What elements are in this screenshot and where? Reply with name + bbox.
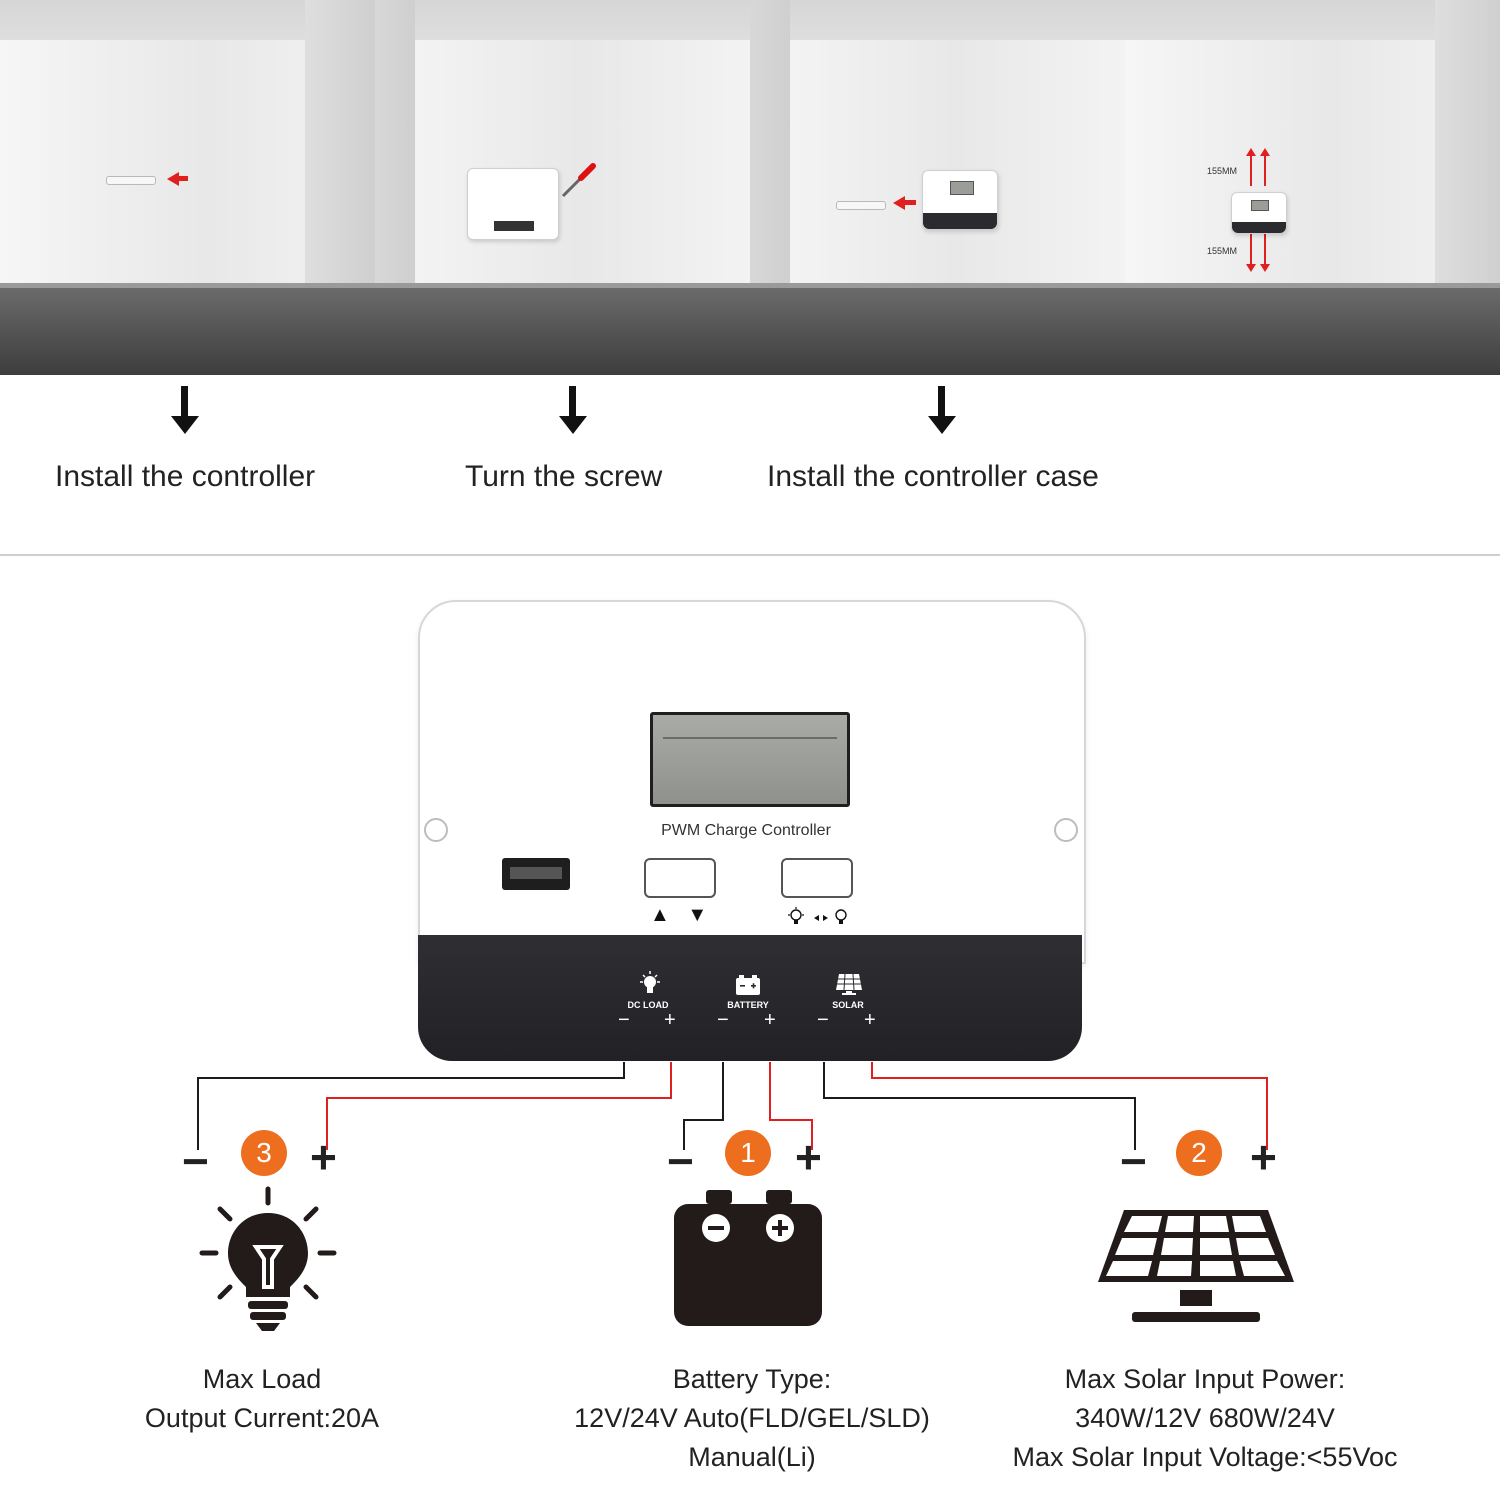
room-baseboard [375,283,750,289]
lcd-display [650,712,850,807]
solar-panel-icon [1098,1210,1294,1322]
spacing-down-arrows-icon [1246,234,1270,272]
spacing-up-arrows-icon [1246,148,1270,186]
controller-base [1232,222,1286,233]
mount-hole-left [424,818,448,842]
room-floor [0,288,375,375]
room-baseboard [750,283,1125,289]
down-arrow-icon [553,386,593,438]
up-down-arrows-label: ▲ ▼ [650,904,714,926]
controller-lcd [950,181,974,195]
load-minus-sign: − [182,1135,209,1187]
solar-terminal-icon [836,973,862,995]
battery-icon [674,1190,822,1326]
terminal-solar-plus[interactable]: + [864,1009,876,1031]
usb-port [502,858,570,890]
step-caption-install-controller: Install the controller [55,460,316,493]
terminal-battery-plus[interactable]: + [764,1009,776,1031]
step-caption-turn-screw: Turn the screw [465,460,663,493]
battery-desc-line-2: 12V/24V Auto(FLD/GEL/SLD) [574,1403,930,1433]
bulb-switch-icon [788,907,847,924]
room-baseboard [1125,283,1500,289]
solar-description: Max Solar Input Power: 340W/12V 680W/24V… [985,1360,1425,1477]
red-arrow-tail [904,200,916,205]
section-divider [0,554,1500,556]
load-desc-line-2: Output Current:20A [144,1403,380,1433]
battery-positive-wire [769,1062,813,1150]
dc-load-bulb-icon [640,971,660,993]
install-step-photo-2 [375,0,750,375]
terminal-battery-minus[interactable]: − [717,1009,729,1031]
load-switch-button[interactable] [781,858,853,898]
down-arrow-icon [922,386,962,438]
controller-mounted [1231,192,1287,234]
load-plus-sign: + [310,1131,337,1183]
solar-minus-sign: − [1120,1135,1147,1187]
mount-hole-right [1054,818,1078,842]
mounting-bracket [836,201,886,210]
step-caption-install-case: Install the controller case [767,460,1099,493]
terminal-label-solar: SOLAR [832,1000,864,1010]
red-arrow-icon [167,172,179,186]
terminal-dc-load-plus[interactable]: + [664,1009,676,1031]
install-step-photo-3 [750,0,1125,375]
terminal-solar-minus[interactable]: − [817,1009,829,1031]
solar-desc-line-3: Max Solar Input Voltage:<55Voc [1012,1442,1398,1472]
controller-terminal-panel [418,935,1082,1061]
controller-base [923,213,997,229]
solar-negative-wire [823,1062,1136,1150]
solar-step-badge: 2 [1176,1130,1222,1176]
wiring-diagram [197,1062,1268,1150]
room-floor [750,288,1125,375]
battery-desc-line-1: Battery Type: [672,1364,832,1394]
battery-desc-line-3: Manual(Li) [688,1442,816,1472]
solar-desc-line-2: 340W/12V 680W/24V [1075,1403,1335,1433]
terminal-label-dc-load: DC LOAD [627,1000,669,1010]
down-arrow-icon [165,386,205,438]
mounting-bracket [106,176,156,185]
room-baseboard [0,283,375,289]
load-description: Max Load Output Current:20A [102,1360,422,1438]
battery-minus-sign: − [667,1135,694,1187]
screwdriver-icon [561,163,596,198]
controller-lcd [1251,200,1269,211]
install-step-photo-4: 155MM 155MM [1125,0,1500,375]
room-floor [1125,288,1500,375]
terminal-label-battery: BATTERY [727,1000,769,1010]
battery-description: Battery Type: 12V/24V Auto(FLD/GEL/SLD) … [552,1360,952,1477]
terminal-dc-load-minus[interactable]: − [618,1009,630,1031]
battery-step-badge: 1 [725,1130,771,1176]
load-positive-wire [326,1062,672,1150]
room-floor [375,288,750,375]
load-desc-line-1: Max Load [202,1364,322,1394]
spacing-bottom-label: 155MM [1207,246,1238,256]
room-wall [375,40,750,300]
lightbulb-icon [199,1186,337,1331]
load-step-badge: 3 [241,1130,287,1176]
battery-terminal-icon [736,975,760,995]
red-arrow-tail [178,176,188,181]
battery-negative-wire [683,1062,724,1150]
controller-open-case [467,168,559,240]
product-name: PWM Charge Controller [661,822,831,839]
load-negative-wire [197,1062,625,1150]
solar-plus-sign: + [1250,1131,1277,1183]
install-step-photo-1 [0,0,375,375]
spacing-top-label: 155MM [1207,166,1238,176]
terminal-block [494,221,534,231]
up-down-button[interactable] [644,858,716,898]
battery-plus-sign: + [795,1131,822,1183]
red-arrow-icon [893,196,905,210]
controller-case [922,170,998,230]
solar-desc-line-1: Max Solar Input Power: [1064,1364,1346,1394]
solar-positive-wire [871,1062,1268,1150]
